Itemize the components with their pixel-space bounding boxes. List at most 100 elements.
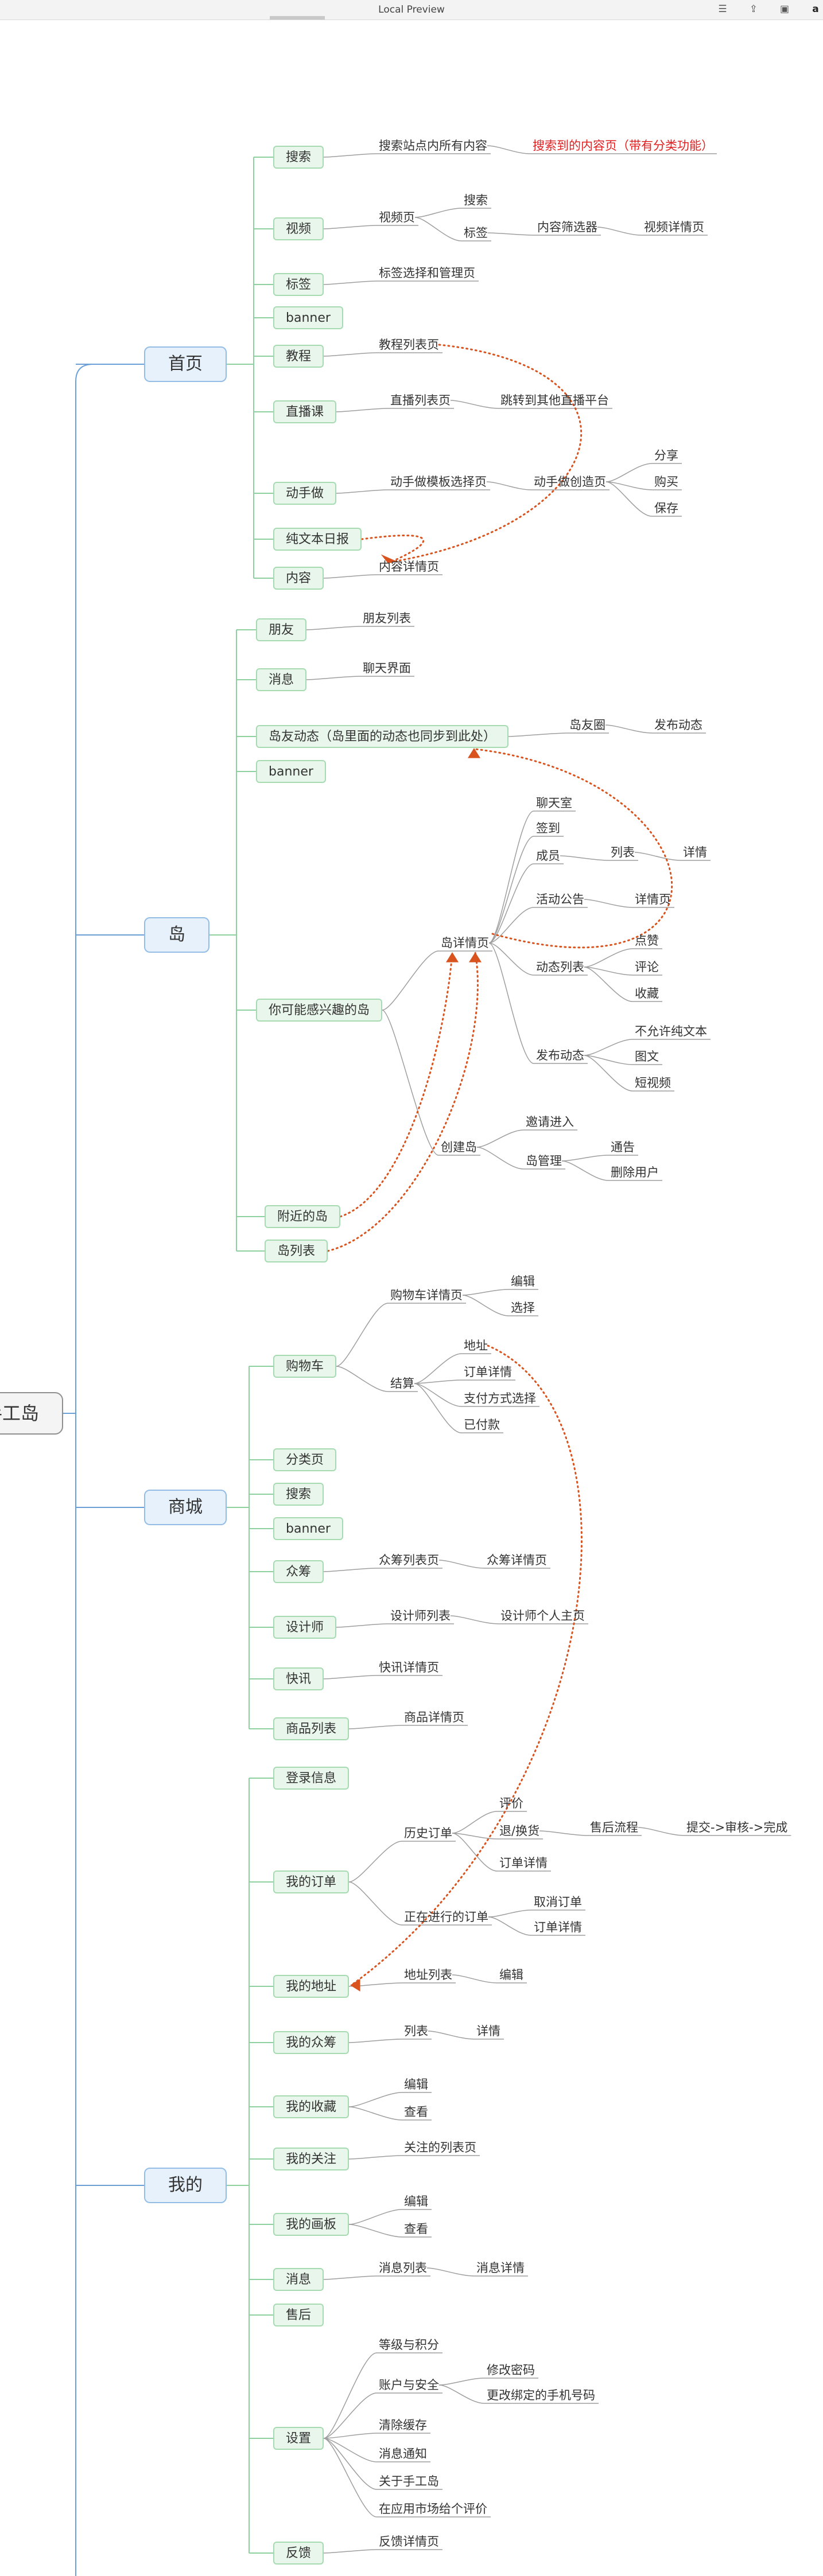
- leaf-my-crowd-list: 列表: [404, 2024, 428, 2038]
- export-icon[interactable]: ⇪: [749, 3, 758, 15]
- connector: [634, 852, 681, 861]
- connector: [324, 225, 377, 229]
- main-node-home[interactable]: 首页: [144, 346, 227, 382]
- node-live[interactable]: 直播课: [273, 400, 337, 423]
- node-category[interactable]: 分类页: [273, 1448, 337, 1471]
- node-island-banner[interactable]: banner: [256, 760, 326, 783]
- node-search[interactable]: 搜索: [273, 146, 324, 169]
- leaf-diy-template: 动手做模板选择页: [390, 475, 487, 489]
- connector: [414, 1353, 462, 1384]
- connector: [488, 942, 534, 1064]
- connector: [605, 724, 653, 734]
- leaf-chat: 聊天界面: [363, 661, 411, 675]
- node-orders[interactable]: 我的订单: [273, 1870, 350, 1893]
- node-island-messages[interactable]: 消息: [256, 668, 307, 691]
- main-node-mine[interactable]: 我的: [144, 2168, 227, 2203]
- connector: [336, 1366, 389, 1392]
- connector: [560, 855, 609, 861]
- leaf-gallery-edit: 编辑: [404, 2195, 428, 2208]
- node-interest[interactable]: 你可能感兴趣的岛: [256, 999, 383, 1022]
- node-feedback[interactable]: 反馈: [273, 2542, 324, 2565]
- node-tutorial[interactable]: 教程: [273, 345, 324, 368]
- node-designer[interactable]: 设计师: [273, 1616, 337, 1639]
- node-aftersale[interactable]: 售后: [273, 2304, 324, 2326]
- leaf-flow-steps: 提交->审核->完成: [686, 1821, 788, 1834]
- arrowhead: [469, 952, 482, 962]
- outline-view-icon[interactable]: ☰: [718, 3, 727, 15]
- leaf-diy-create: 动手做创造页: [534, 475, 606, 489]
- node-friends[interactable]: 朋友: [256, 618, 307, 641]
- leaf-publish-image: 图文: [635, 1050, 659, 1063]
- node-follows[interactable]: 我的关注: [273, 2148, 350, 2170]
- connector: [597, 227, 642, 236]
- main-node-island[interactable]: 岛: [144, 917, 209, 953]
- leaf-goods-detail: 商品详情页: [404, 1710, 464, 1724]
- main-node-mall[interactable]: 商城: [144, 1490, 227, 1525]
- leaf-notice: 活动公告: [536, 893, 584, 906]
- leaf-address-edit: 编辑: [499, 1968, 523, 1982]
- node-crowdfunding[interactable]: 众筹: [273, 1560, 324, 1583]
- node-login[interactable]: 登录信息: [273, 1767, 350, 1790]
- connector: [488, 907, 534, 944]
- node-nearby[interactable]: 附近的岛: [265, 1205, 341, 1228]
- node-video[interactable]: 视频: [273, 217, 324, 240]
- node-content[interactable]: 内容: [273, 567, 324, 590]
- node-news[interactable]: 快讯: [273, 1667, 324, 1690]
- leaf-my-crowd-detail: 详情: [476, 2024, 500, 2038]
- node-favorites[interactable]: 我的收藏: [273, 2095, 350, 2118]
- node-settings[interactable]: 设置: [273, 2427, 324, 2450]
- node-diy[interactable]: 动手做: [273, 482, 337, 505]
- connector: [348, 1841, 402, 1883]
- leaf-phone: 更改绑定的手机号码: [487, 2388, 595, 2402]
- leaf-account: 账户与安全: [379, 2378, 439, 2392]
- connector: [323, 2438, 377, 2517]
- leaf-return: 退/换货: [499, 1824, 540, 1838]
- node-island-list[interactable]: 岛列表: [265, 1240, 328, 1262]
- preview-toolbar: Local Preview ☰ ⇪ ▣ a: [0, 0, 823, 20]
- connector: [488, 942, 534, 976]
- node-tags[interactable]: 标签: [273, 273, 324, 296]
- connector: [324, 2549, 377, 2554]
- node-feed[interactable]: 岛友动态（岛里面的动态也同步到此处）: [256, 725, 509, 748]
- node-gallery[interactable]: 我的画板: [273, 2213, 350, 2236]
- leaf-search-desc: 搜索站点内所有内容: [379, 139, 487, 153]
- connector: [561, 1160, 609, 1181]
- connector: [486, 481, 532, 490]
- node-cart[interactable]: 购物车: [273, 1355, 337, 1378]
- node-goods[interactable]: 商品列表: [273, 1717, 350, 1740]
- leaf-island-detail: 岛详情页: [441, 936, 489, 950]
- font-size-icon[interactable]: a: [812, 3, 819, 15]
- leaf-video-tag: 标签: [464, 226, 488, 240]
- node-mall-search[interactable]: 搜索: [273, 1483, 324, 1506]
- leaf-after-flow: 售后流程: [590, 1821, 638, 1834]
- connector: [324, 574, 377, 579]
- connector: [487, 145, 531, 154]
- leaf-publish: 发布动态: [536, 1049, 584, 1062]
- connector: [476, 1147, 524, 1170]
- connector: [349, 1725, 402, 1729]
- leaf-video-detail: 视频详情页: [644, 220, 704, 234]
- connector: [323, 2392, 377, 2439]
- leaf-content-detail: 内容详情页: [379, 560, 439, 574]
- node-mall-banner[interactable]: banner: [273, 1517, 343, 1540]
- arrowhead: [350, 1979, 360, 1992]
- leaf-msg-list: 消息列表: [379, 2261, 427, 2275]
- leaf-order-detail: 订单详情: [464, 1365, 512, 1379]
- root-node[interactable]: 手工岛: [0, 1392, 64, 1435]
- node-my-crowdfunding[interactable]: 我的众筹: [273, 2031, 350, 2054]
- node-daily[interactable]: 纯文本日报: [273, 528, 362, 551]
- node-mine-messages[interactable]: 消息: [273, 2268, 324, 2291]
- connector: [323, 2438, 377, 2490]
- leaf-remove-user: 删除用户: [611, 1166, 659, 1179]
- connector-lines: [63, 145, 791, 2576]
- node-home-banner[interactable]: banner: [273, 306, 343, 329]
- layout-icon[interactable]: ▣: [779, 3, 790, 15]
- connector: [452, 1974, 498, 1983]
- leaf-cache: 清除缓存: [379, 2418, 427, 2432]
- leaf-invite: 邀请进入: [526, 1115, 574, 1129]
- connector: [414, 1383, 462, 1407]
- connector: [452, 1833, 498, 1872]
- connector: [450, 400, 499, 409]
- leaf-video-page: 视频页: [379, 211, 415, 224]
- node-my-address[interactable]: 我的地址: [273, 1975, 350, 1998]
